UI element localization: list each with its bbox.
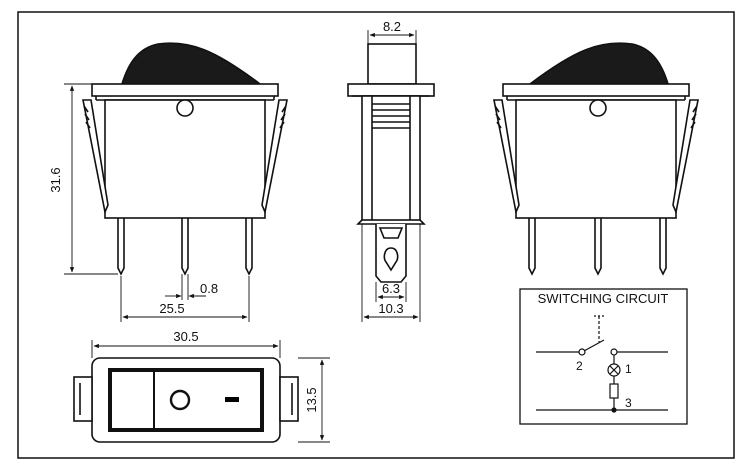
front-view: [82, 42, 288, 276]
dim-bottom-height-label: 13.5: [304, 387, 319, 412]
top-view: [73, 357, 299, 443]
front-rocker: [120, 42, 263, 85]
side-rocker-block: [367, 43, 417, 85]
front-pin-left: [117, 218, 125, 276]
rear-view: [493, 42, 699, 276]
top-tab-left: [73, 376, 93, 422]
dim-pin-pitch-label: 25.5: [159, 301, 184, 316]
dim-top-width-label: 8.2: [383, 19, 401, 34]
front-flange: [91, 83, 279, 97]
resistor-icon: [609, 383, 619, 399]
circuit-title: SWITCHING CIRCUIT: [538, 291, 669, 306]
side-dimensions: [361, 30, 421, 322]
top-view-dimensions: [91, 340, 330, 443]
rear-flange: [502, 83, 690, 97]
on-symbol-icon: [225, 397, 239, 402]
pin-1-label: 1: [625, 362, 632, 376]
front-pin-mid: [181, 218, 189, 276]
switching-circuit: SWITCHING CIRCUIT 2 1 3: [519, 288, 688, 425]
side-view: [347, 43, 435, 283]
dim-pin-width-label: 0.8: [200, 281, 218, 296]
off-symbol-icon: [169, 389, 191, 411]
drawing-border: [17, 11, 735, 459]
side-terminal: [375, 224, 407, 283]
circuit-box: [519, 288, 688, 425]
dim-height-label: 31.6: [48, 167, 63, 192]
front-hole: [176, 99, 194, 117]
front-dimensions: [64, 83, 250, 322]
dim-bottom-width-label: 30.5: [173, 329, 198, 344]
side-body: [361, 95, 421, 221]
dim-tab-width-label: 6.3: [382, 281, 400, 296]
side-flange: [347, 83, 435, 97]
dim-body-width-label: 10.3: [378, 301, 403, 316]
front-pin-right: [245, 218, 253, 276]
rear-rocker: [527, 42, 670, 85]
front-body: [104, 99, 266, 219]
pin-2-label: 2: [576, 359, 583, 373]
rear-body: [515, 99, 677, 219]
top-tab-right: [279, 376, 299, 422]
pin-3-label: 3: [625, 396, 632, 410]
rear-hole: [589, 99, 607, 117]
